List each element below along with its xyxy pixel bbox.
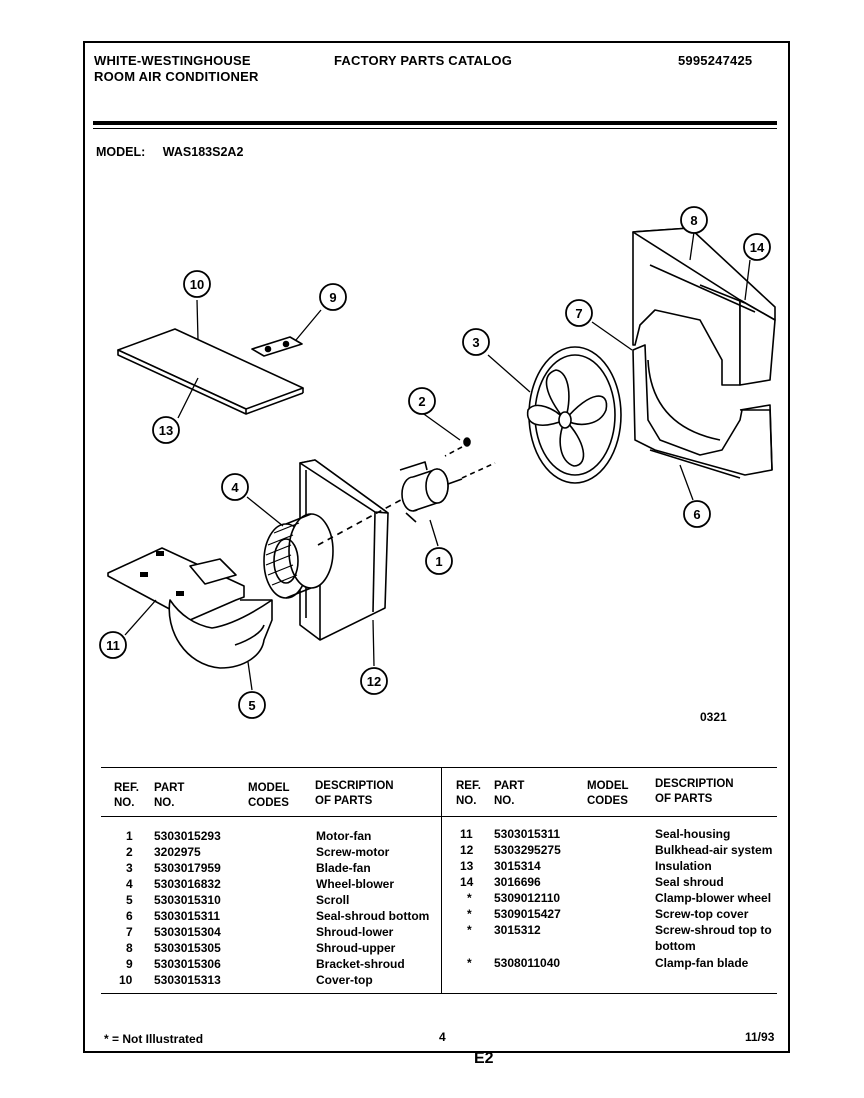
part-wheel-blower — [263, 513, 334, 599]
th-ref-r: REF. — [456, 780, 481, 792]
callout-leaders — [124, 231, 751, 691]
th-part-r-2: NO. — [494, 795, 515, 807]
section-code: E2 — [474, 1050, 494, 1067]
th-desc-2: OF PARTS — [315, 795, 373, 807]
table-header-rule — [101, 816, 777, 817]
table-bottom-rule — [101, 993, 777, 994]
part-bracket-shroud — [251, 336, 303, 357]
callout-8: 8 — [690, 213, 697, 228]
table-top-rule — [101, 767, 777, 768]
page-frame — [83, 41, 790, 1053]
model-label: MODEL: — [96, 145, 146, 159]
th-model-r-2: CODES — [587, 795, 628, 807]
th-ref: REF. — [114, 782, 139, 794]
callout-11: 11 — [106, 638, 120, 653]
callout-5: 5 — [248, 698, 255, 713]
table-center-rule — [441, 768, 442, 993]
callout-6: 6 — [693, 507, 700, 522]
catalog-number: 5995247425 — [678, 53, 753, 68]
callout-circles — [99, 206, 771, 719]
not-illustrated-note: * = Not Illustrated — [104, 1032, 204, 1046]
callout-4: 4 — [231, 480, 239, 495]
brand-line-1: WHITE-WESTINGHOUSE — [94, 53, 251, 68]
th-model: MODEL — [248, 782, 290, 794]
callout-9: 9 — [329, 290, 336, 305]
exploded-parts-diagram: 10 9 13 2 3 4 7 8 14 6 1 11 5 12 — [99, 206, 776, 719]
model-line: MODEL: WAS183S2A2 — [96, 145, 243, 159]
part-motor-fan — [399, 461, 463, 523]
header-rule-thick — [93, 121, 777, 125]
part-bulkhead — [299, 459, 389, 641]
part-blade-fan — [526, 346, 622, 484]
callout-10: 10 — [190, 277, 204, 292]
callout-14: 14 — [750, 240, 765, 255]
th-desc-r: DESCRIPTION — [655, 778, 734, 790]
brand-line-2: ROOM AIR CONDITIONER — [94, 69, 259, 84]
part-screw-motor — [444, 437, 471, 457]
th-part-r: PART — [494, 780, 525, 792]
header-rule-thin — [93, 128, 777, 129]
callout-13: 13 — [159, 423, 173, 438]
callout-2: 2 — [418, 394, 425, 409]
th-desc: DESCRIPTION — [315, 780, 394, 792]
drawing-code: 0321 — [700, 710, 727, 724]
part-shroud-lower — [632, 344, 773, 479]
page-number: 4 — [439, 1030, 446, 1044]
part-scroll — [107, 547, 273, 669]
part-shroud-upper — [632, 227, 776, 386]
revision-date: 11/93 — [745, 1030, 775, 1044]
th-part-2: NO. — [154, 797, 175, 809]
callout-1: 1 — [435, 554, 442, 569]
catalog-title: FACTORY PARTS CATALOG — [334, 53, 513, 68]
th-ref-r-2: NO. — [456, 795, 477, 807]
callout-3: 3 — [472, 335, 479, 350]
callout-12: 12 — [367, 674, 381, 689]
callout-7: 7 — [575, 306, 582, 321]
th-desc-r-2: OF PARTS — [655, 793, 713, 805]
part-cover-top — [117, 328, 304, 415]
th-part: PART — [154, 782, 185, 794]
th-model-r: MODEL — [587, 780, 629, 792]
th-ref-2: NO. — [114, 797, 135, 809]
th-model-2: CODES — [248, 797, 289, 809]
model-value: WAS183S2A2 — [162, 145, 244, 159]
callout-numbers: 10 9 13 2 3 4 7 8 14 6 1 11 5 12 — [106, 213, 765, 713]
